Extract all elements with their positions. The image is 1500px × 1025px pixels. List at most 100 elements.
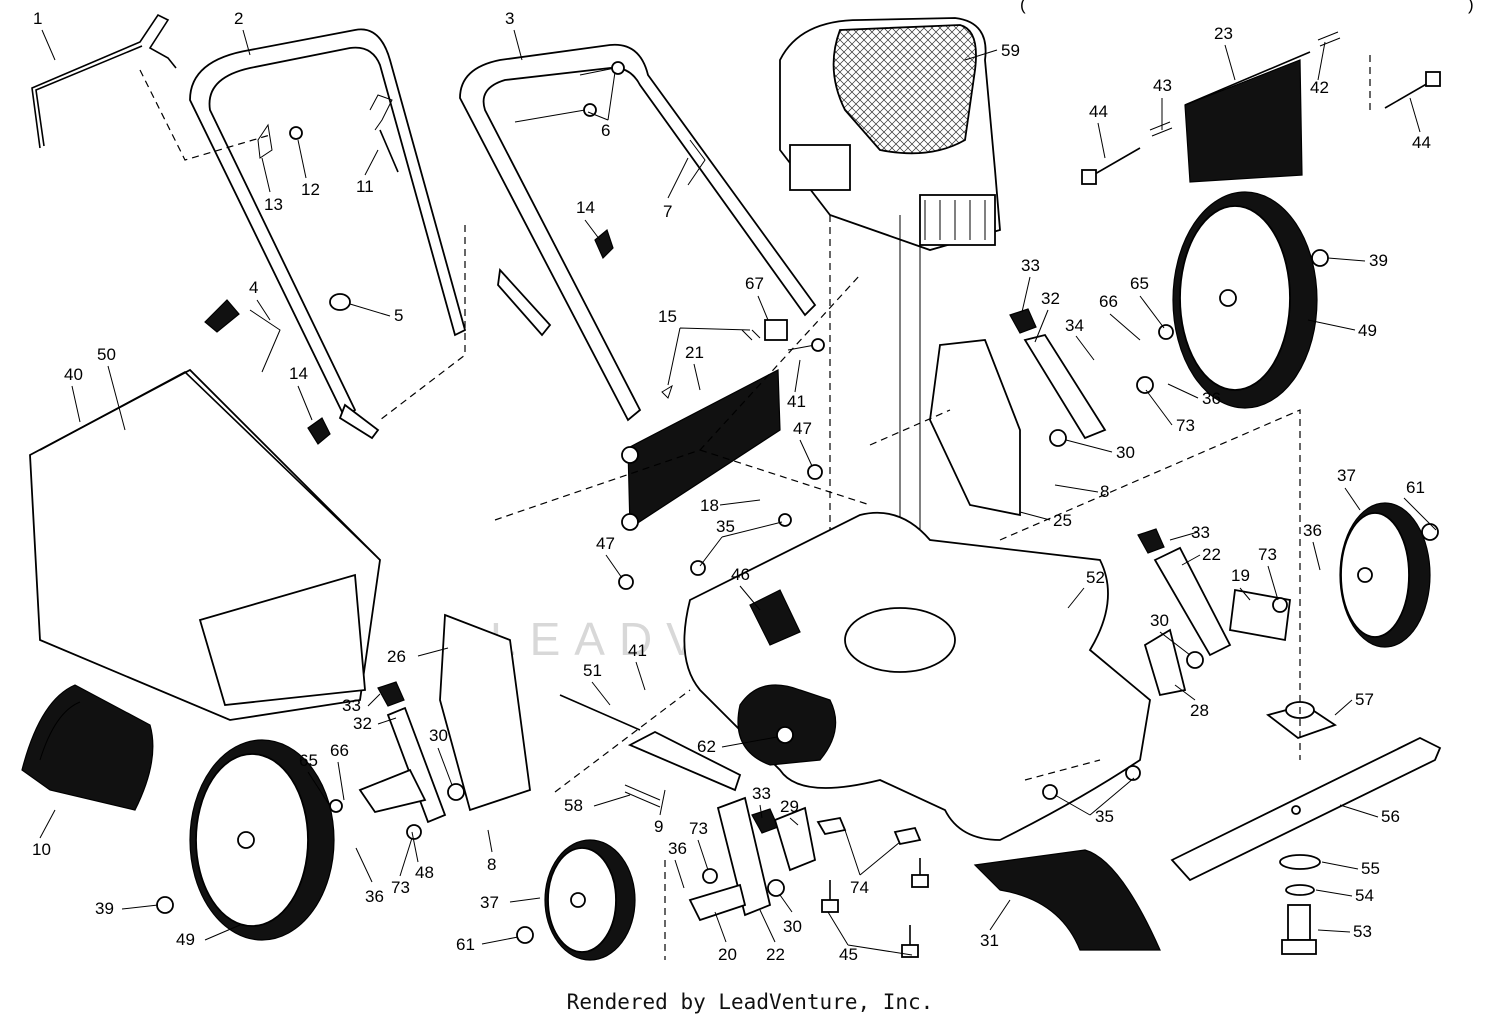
part-label-59: 59 — [1001, 41, 1020, 60]
part-labels: 1 2 3 4 5 6 7 8 8 9 10 11 12 13 14 14 15… — [32, 9, 1431, 964]
part-label-52: 52 — [1086, 568, 1105, 587]
part-label-21: 21 — [685, 343, 704, 362]
part-label-25: 25 — [1053, 511, 1072, 530]
reference-lines — [139, 55, 1371, 960]
part-label-44a: 44 — [1089, 102, 1108, 121]
part-label-28: 28 — [1190, 701, 1209, 720]
part-label-61b: 61 — [456, 935, 475, 954]
part-label-67: 67 — [745, 274, 764, 293]
part-label-30a: 30 — [1116, 443, 1135, 462]
part-label-56: 56 — [1381, 807, 1400, 826]
part-label-39a: 39 — [1369, 251, 1388, 270]
part-label-39b: 39 — [95, 899, 114, 918]
part-label-49a: 49 — [1358, 321, 1377, 340]
bail-control-rod — [31, 13, 177, 149]
hardware-handle — [204, 61, 825, 445]
blade — [1170, 736, 1442, 882]
height-adjuster-brackets — [439, 339, 1187, 812]
part-label-20: 20 — [718, 945, 737, 964]
part-label-33a: 33 — [1021, 256, 1040, 275]
part-label-73b: 73 — [1258, 545, 1277, 564]
part-label-29: 29 — [780, 797, 799, 816]
part-label-10: 10 — [32, 840, 51, 859]
part-label-48: 48 — [415, 863, 434, 882]
header-fragment-right: ) — [1468, 0, 1474, 14]
part-label-50: 50 — [97, 345, 116, 364]
part-label-40: 40 — [64, 365, 83, 384]
part-label-36b: 36 — [1303, 521, 1322, 540]
misc-hardware — [156, 31, 1441, 958]
part-label-45: 45 — [839, 945, 858, 964]
part-label-42: 42 — [1310, 78, 1329, 97]
part-label-55: 55 — [1361, 859, 1380, 878]
part-label-30b: 30 — [1150, 611, 1169, 630]
side-chute — [973, 849, 1161, 951]
part-label-15: 15 — [658, 307, 677, 326]
part-label-30c: 30 — [429, 726, 448, 745]
part-label-66a: 66 — [1099, 292, 1118, 311]
part-label-66b: 66 — [330, 741, 349, 760]
credit-line: Rendered by LeadVenture, Inc. — [566, 990, 934, 1014]
part-label-8b: 8 — [487, 855, 496, 874]
wheel-rear-left — [189, 739, 335, 941]
wheel-front-left — [544, 839, 636, 961]
wheel-front-right — [1339, 502, 1431, 648]
part-label-37b: 37 — [480, 893, 499, 912]
part-label-46: 46 — [731, 565, 750, 584]
part-label-36c: 36 — [365, 887, 384, 906]
part-label-22a: 22 — [1202, 545, 1221, 564]
part-label-6: 6 — [601, 121, 610, 140]
leader-lines — [39, 29, 1437, 956]
part-label-8a: 8 — [1100, 482, 1109, 501]
part-label-65b: 65 — [299, 751, 318, 770]
part-label-41b: 41 — [628, 641, 647, 660]
part-label-49b: 49 — [176, 930, 195, 949]
part-label-18: 18 — [700, 496, 719, 515]
part-label-74: 74 — [850, 878, 869, 897]
part-label-33d: 33 — [752, 784, 771, 803]
part-label-41a: 41 — [787, 392, 806, 411]
rear-flap — [1184, 51, 1311, 183]
grass-bag — [29, 368, 381, 721]
part-label-14b: 14 — [289, 364, 308, 383]
part-label-33b: 33 — [1191, 523, 1210, 542]
part-label-62: 62 — [697, 737, 716, 756]
lower-handle — [459, 43, 817, 422]
part-label-5: 5 — [394, 306, 403, 325]
mower-deck — [683, 511, 1151, 841]
part-label-35b: 35 — [1095, 807, 1114, 826]
part-label-14a: 14 — [576, 198, 595, 217]
header-fragment: ( — [1020, 0, 1026, 14]
part-label-33c: 33 — [342, 696, 361, 715]
part-label-35a: 35 — [716, 517, 735, 536]
part-label-31: 31 — [980, 931, 999, 950]
part-label-43: 43 — [1153, 76, 1172, 95]
part-label-32a: 32 — [1041, 289, 1060, 308]
part-label-58: 58 — [564, 796, 583, 815]
part-label-73d: 73 — [689, 819, 708, 838]
part-label-73c: 73 — [391, 878, 410, 897]
part-label-2: 2 — [234, 9, 243, 28]
part-label-19: 19 — [1231, 566, 1250, 585]
part-label-47b: 47 — [596, 534, 615, 553]
part-label-54: 54 — [1355, 886, 1374, 905]
wheel-rear-right — [1172, 191, 1318, 409]
part-label-37a: 37 — [1337, 466, 1356, 485]
part-label-4: 4 — [249, 278, 258, 297]
part-label-26: 26 — [387, 647, 406, 666]
part-label-3: 3 — [505, 9, 514, 28]
hinge-rod — [621, 369, 781, 531]
part-label-23: 23 — [1214, 24, 1233, 43]
engine — [779, 17, 1001, 660]
part-label-36d: 36 — [668, 839, 687, 858]
part-label-65a: 65 — [1130, 274, 1149, 293]
part-label-12: 12 — [301, 180, 320, 199]
part-label-7: 7 — [663, 202, 672, 221]
upper-handle — [189, 28, 467, 440]
part-label-47a: 47 — [793, 419, 812, 438]
mulch-plug — [21, 684, 154, 811]
part-label-32b: 32 — [353, 714, 372, 733]
part-label-34: 34 — [1065, 316, 1084, 335]
part-label-1: 1 — [33, 9, 42, 28]
part-label-53: 53 — [1353, 922, 1372, 941]
